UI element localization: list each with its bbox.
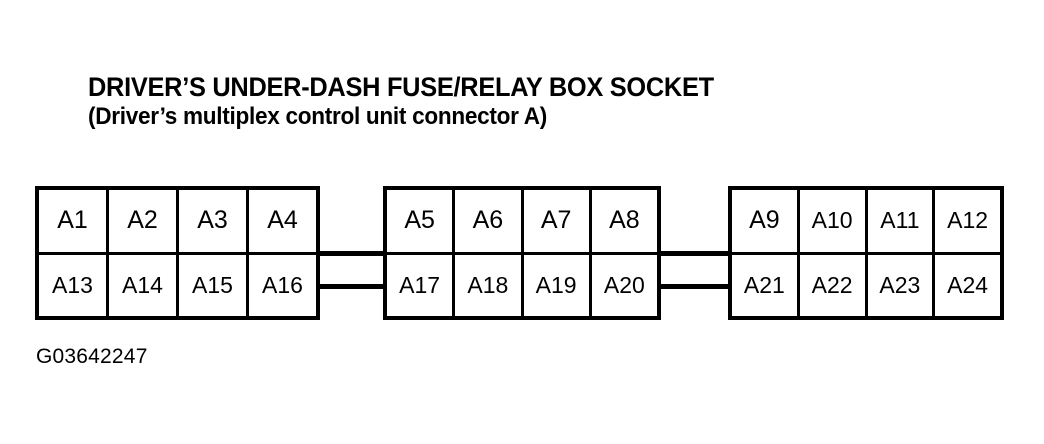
wire-right-gap-lower <box>656 284 732 289</box>
wire-right-gap-upper <box>656 251 732 256</box>
page-title: DRIVER’S UNDER-DASH FUSE/RELAY BOX SOCKE… <box>88 72 714 102</box>
pin-cell: A20 <box>591 254 657 316</box>
pin-cell: A3 <box>179 190 249 252</box>
pin-cell: A5 <box>387 190 456 252</box>
block-right-top-row: A9 A10 A11 A12 <box>732 190 1000 255</box>
block-middle-top-row: A5 A6 A7 A8 <box>387 190 657 255</box>
pin-cell: A14 <box>109 254 179 316</box>
pin-cell: A7 <box>523 190 592 252</box>
block-right-bottom-row: A21 A22 A23 A24 <box>732 254 1000 316</box>
pin-cell: A1 <box>39 190 109 252</box>
pin-cell: A17 <box>387 254 456 316</box>
page-subtitle: (Driver’s multiplex control unit connect… <box>88 103 548 130</box>
pin-cell: A16 <box>249 254 316 316</box>
pin-cell: A12 <box>935 190 1000 252</box>
title-block: DRIVER’S UNDER-DASH FUSE/RELAY BOX SOCKE… <box>88 72 988 131</box>
pin-cell: A23 <box>867 254 936 316</box>
block-middle-bottom-row: A17 A18 A19 A20 <box>387 254 657 316</box>
pin-cell: A6 <box>455 190 524 252</box>
connector-block-middle: A5 A6 A7 A8 A17 A18 A19 A20 <box>383 186 661 320</box>
pin-cell: A9 <box>732 190 800 252</box>
pin-cell: A4 <box>249 190 316 252</box>
wire-left-gap-lower <box>316 284 388 289</box>
pin-cell: A15 <box>179 254 249 316</box>
pin-cell: A13 <box>39 254 109 316</box>
pin-cell: A19 <box>523 254 592 316</box>
block-left-top-row: A1 A2 A3 A4 <box>39 190 316 255</box>
wire-left-gap-upper <box>316 251 388 256</box>
pin-cell: A18 <box>455 254 524 316</box>
pin-cell: A22 <box>799 254 868 316</box>
pin-cell: A24 <box>935 254 1000 316</box>
pin-cell: A11 <box>867 190 936 252</box>
pin-cell: A2 <box>109 190 179 252</box>
figure-id-label: G03642247 <box>36 345 148 368</box>
connector-block-right: A9 A10 A11 A12 A21 A22 A23 A24 <box>728 186 1004 320</box>
connector-block-left: A1 A2 A3 A4 A13 A14 A15 A16 <box>35 186 320 320</box>
pin-cell: A8 <box>591 190 657 252</box>
pin-cell: A21 <box>732 254 800 316</box>
block-left-bottom-row: A13 A14 A15 A16 <box>39 254 316 316</box>
pin-cell: A10 <box>799 190 868 252</box>
